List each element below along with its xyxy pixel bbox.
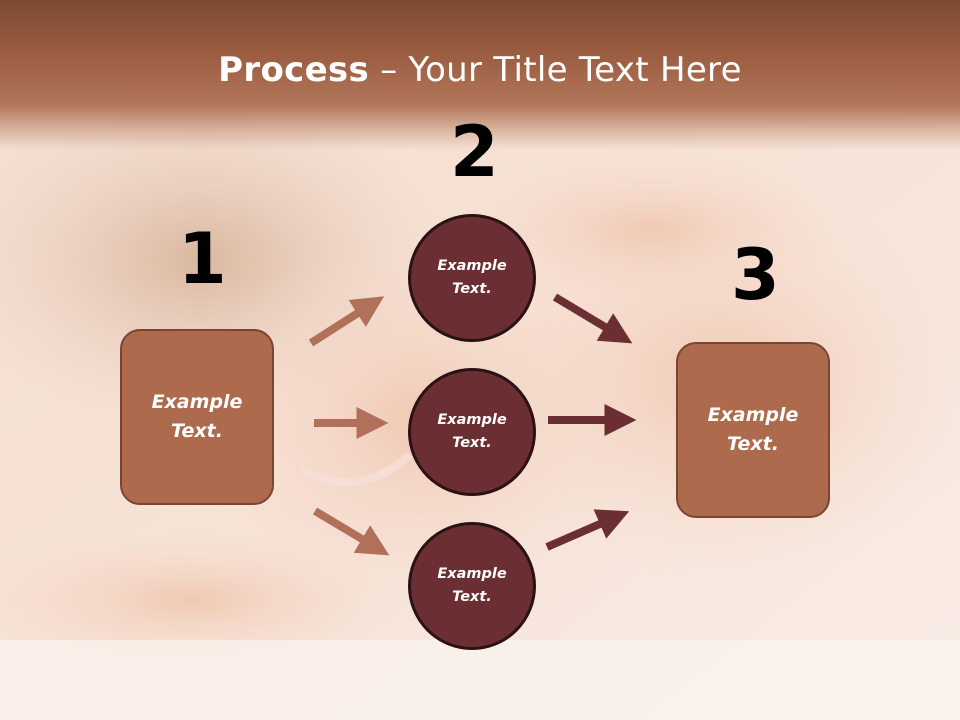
circle-middle-label: Example Text. [437, 412, 507, 451]
title-banner [0, 0, 960, 150]
circle-bottom-label: Example Text. [437, 566, 507, 605]
arrow-to-top-circle [308, 296, 385, 347]
page-title: Process – Your Title Text Here [0, 50, 960, 90]
circle-top-label: Example Text. [437, 258, 507, 297]
step-1-label: Example Text. [151, 391, 243, 442]
arrow-from-bottom-circle [545, 509, 630, 551]
step-number-1: 1 [178, 218, 227, 300]
step-number-3: 3 [731, 234, 780, 316]
arrow-to-bottom-circle [312, 507, 390, 556]
circle-top: Example Text. [408, 214, 536, 342]
arrow-from-top-circle [552, 293, 633, 344]
step-number-2: 2 [450, 111, 499, 193]
circle-middle: Example Text. [408, 368, 536, 496]
circle-bottom: Example Text. [408, 522, 536, 650]
step-1-box: Example Text. [120, 329, 274, 505]
step-3-label: Example Text. [707, 404, 799, 455]
title-rest: – Your Title Text Here [369, 50, 742, 90]
step-3-box: Example Text. [676, 342, 830, 518]
title-bold: Process [218, 50, 370, 90]
